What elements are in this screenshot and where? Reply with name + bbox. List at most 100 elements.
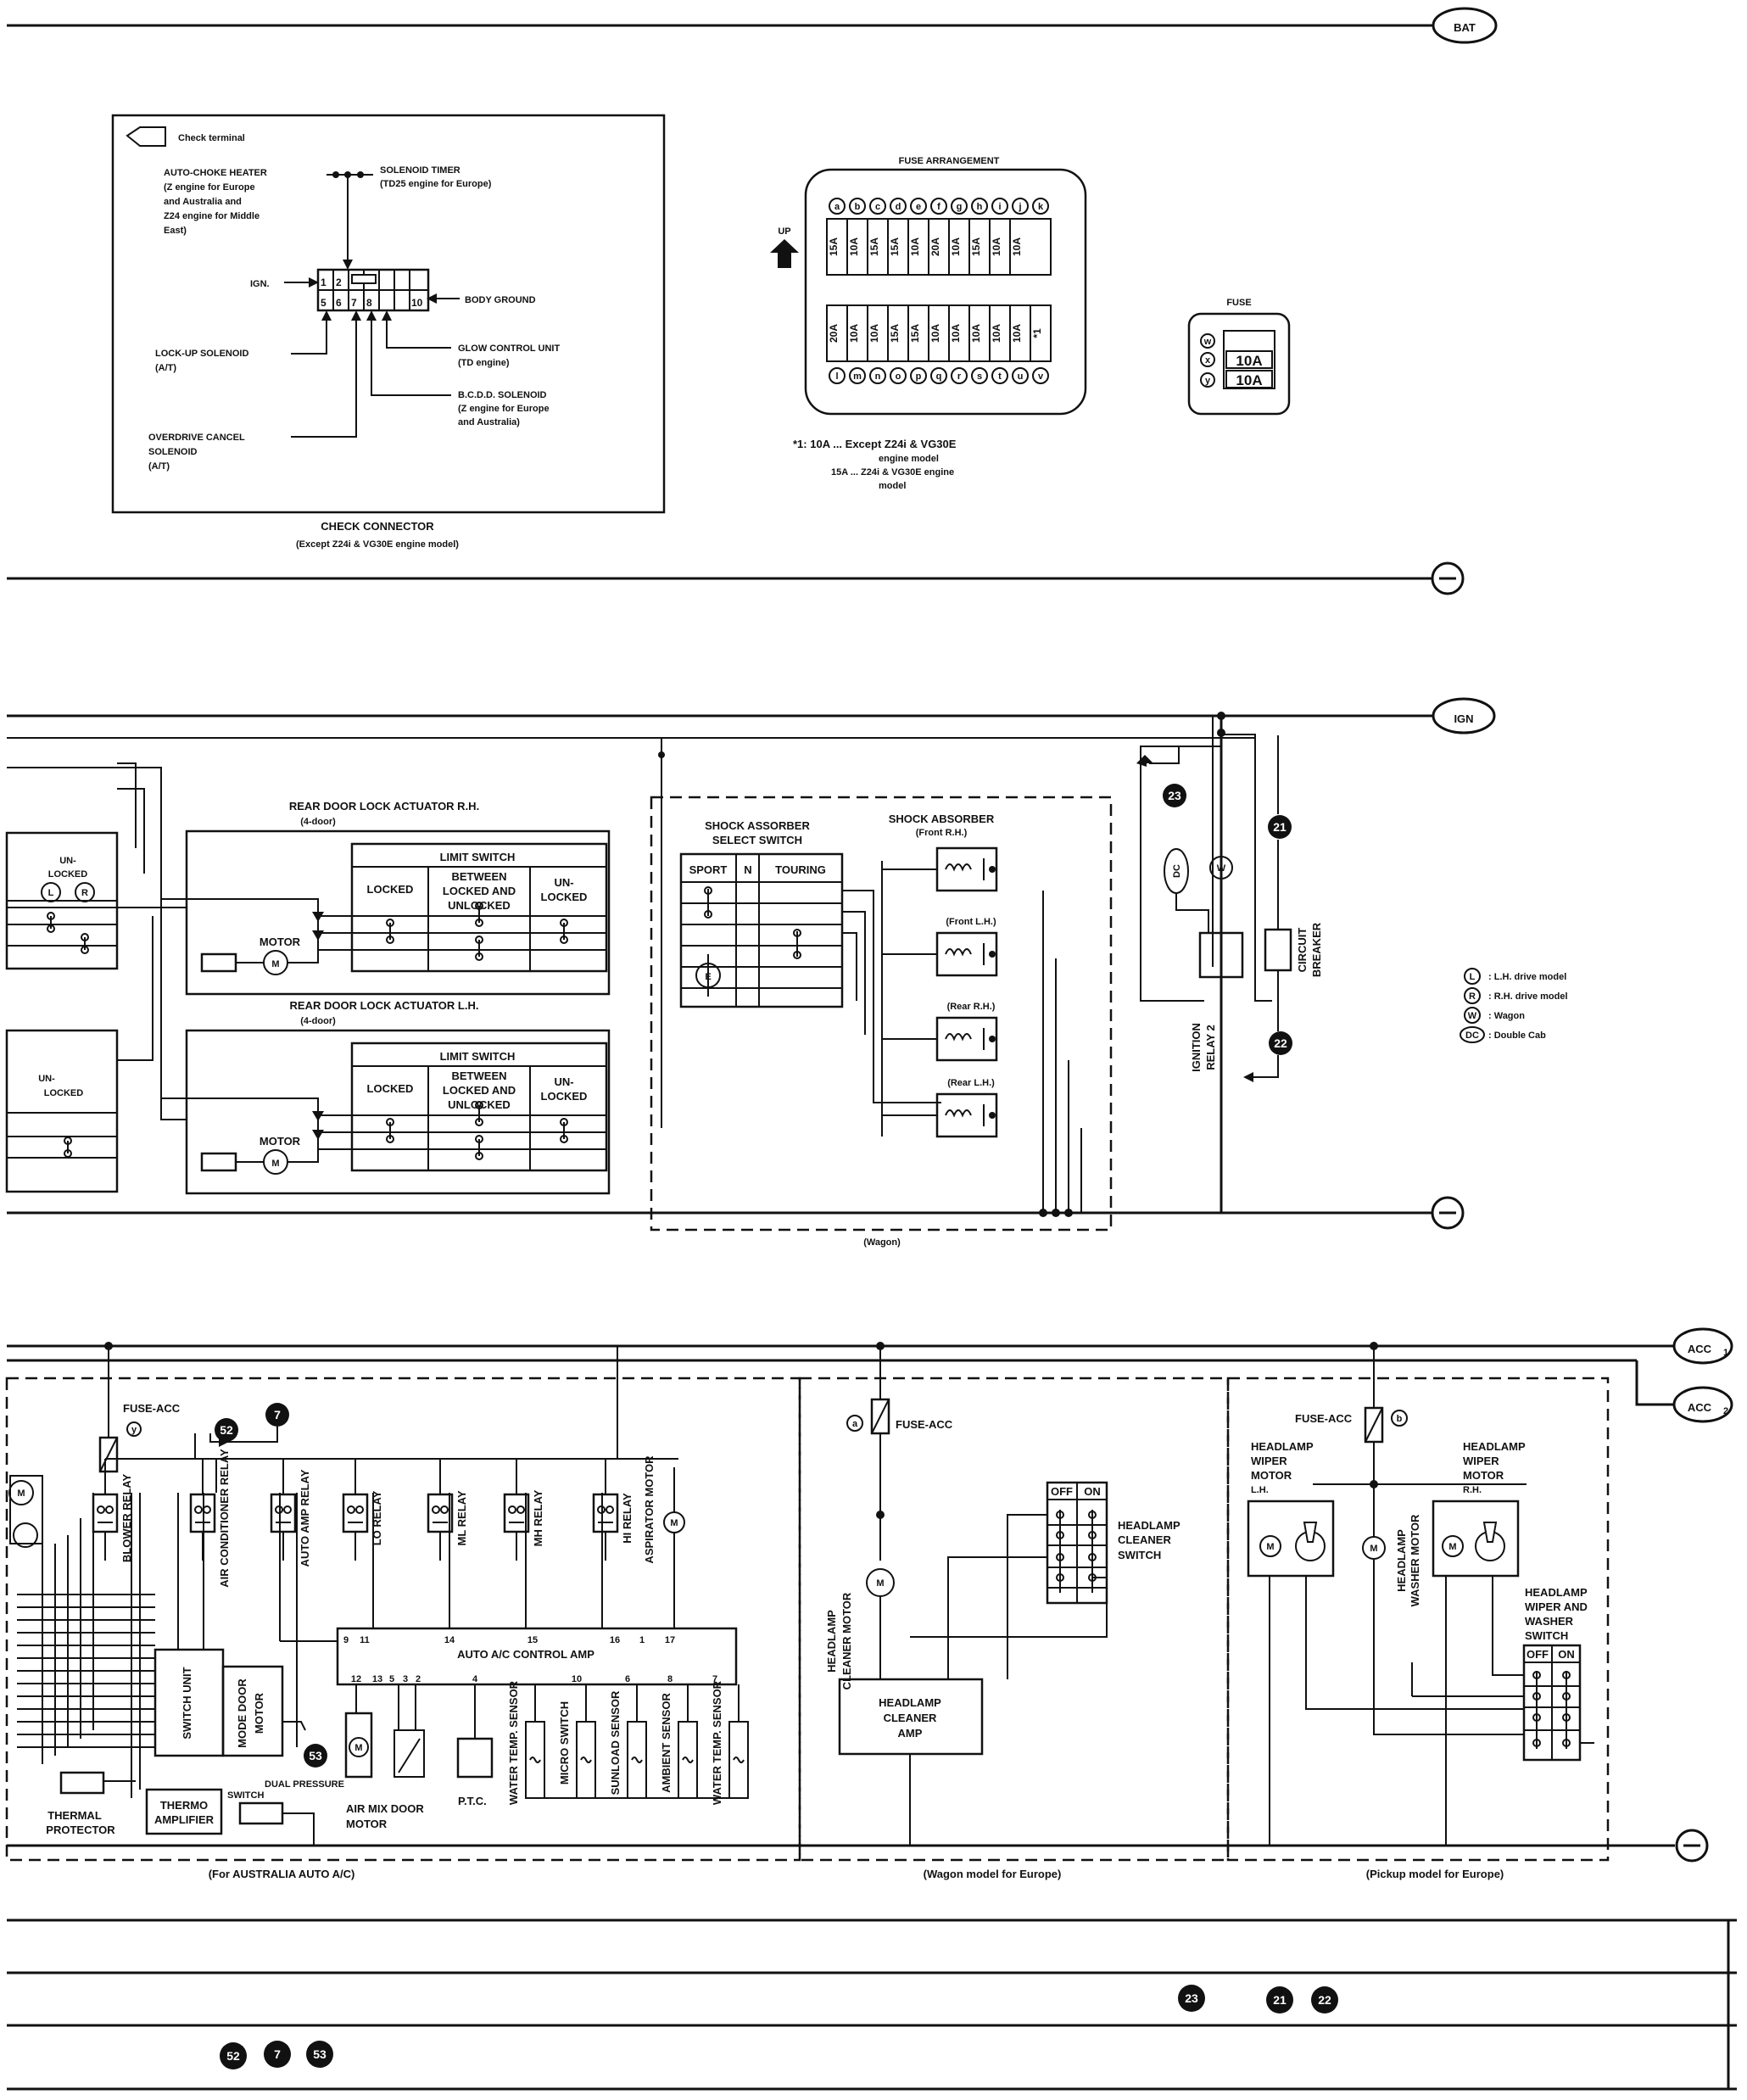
air-mix-door-motor: M AIR MIX DOOR MOTOR: [344, 1712, 425, 1830]
pin-6: 6: [336, 297, 342, 309]
wiper-lh-line4: L.H.: [1251, 1485, 1269, 1495]
ac-relay: [503, 1493, 530, 1533]
fuse-letter-o: [890, 367, 907, 384]
fuse-top-value: 15A: [889, 237, 901, 256]
ac-harness: [17, 1459, 603, 1798]
cleaner-switch-line2: CLEANER: [1118, 1533, 1171, 1546]
fuse-letter-v: [1032, 367, 1049, 384]
left-unlocked-2b: LOCKED: [44, 1088, 84, 1098]
fuse-top-value: 15A: [828, 237, 840, 256]
fuse-top-value: 15A: [868, 237, 880, 256]
fuse-letter-text: h: [977, 202, 983, 212]
fuse-letter-text: u: [1018, 371, 1024, 382]
fuse-letter-text: p: [916, 371, 922, 382]
up-label: UP: [778, 226, 790, 237]
cleaner-off-label: OFF: [1051, 1485, 1073, 1498]
fuse-letter-text: q: [936, 371, 942, 382]
thermal-protector: THERMAL PROTECTOR: [46, 1771, 115, 1836]
wiper-switch-line4: SWITCH: [1525, 1629, 1568, 1642]
pickup-fuse-letter: b: [1397, 1414, 1403, 1424]
locked-label: LOCKED: [367, 883, 414, 896]
amp-pin-bottom: 4: [472, 1674, 478, 1684]
rear-door-lock-actuator-lh: REAR DOOR LOCK ACTUATOR L.H. (4-door) LI…: [161, 999, 611, 1195]
pin-10: 10: [411, 297, 423, 309]
air-mix-sub: MOTOR: [346, 1818, 388, 1830]
left-unlocked-2: LOCKED: [48, 869, 88, 880]
sensor-label: WATER TEMP. SENSOR: [507, 1680, 520, 1805]
cleaner-amp-line3: AMP: [898, 1727, 923, 1740]
ref-21: 21: [1273, 820, 1287, 834]
cleaner-amp-label: HEADLAMP: [879, 1696, 941, 1709]
dual-pressure-switch: DUAL PRESSURE SWITCH: [227, 1779, 344, 1825]
ref-23: 23: [1168, 789, 1181, 802]
ign-bus: IGN: [7, 697, 1496, 739]
small-fuse-title: FUSE: [1226, 298, 1251, 308]
fuse-letter-text: e: [916, 202, 921, 212]
fuse-letter-text: s: [977, 371, 982, 382]
fuse-bottom-value: 10A: [868, 324, 880, 343]
ac-relay: [92, 1493, 119, 1533]
limit-switch-label: LIMIT SWITCH: [440, 1050, 516, 1063]
wiper-rh-line2: WIPER: [1463, 1455, 1499, 1467]
ignition-relay-2: DC W 23 21 22 IGNITION RELAY 2 CIRCUIT B…: [1136, 712, 1323, 1213]
fuse-note: *1: 10A ... Except Z24i & VG30E: [793, 438, 957, 450]
circuit-breaker-label: CIRCUIT: [1296, 928, 1309, 973]
amp-pin-top: 15: [527, 1635, 538, 1645]
wiper-lh-motor-symbol: M: [1266, 1542, 1274, 1552]
left-unlocked-1: UN-: [59, 856, 76, 866]
index-7: 7: [264, 2041, 291, 2068]
legend-symbol: [1464, 987, 1481, 1004]
switch-unit: SWITCH UNIT MODE DOOR MOTOR: [153, 1648, 284, 1757]
fuse-letter-q: [930, 367, 947, 384]
legend-sym-text: DC: [1465, 1030, 1479, 1041]
control-amp-label: AUTO A/C CONTROL AMP: [457, 1648, 594, 1661]
index-ref-21: 21: [1273, 1993, 1287, 2007]
mode-door-label: MODE DOOR: [236, 1678, 248, 1748]
air-mix-motor-symbol: M: [354, 1743, 362, 1753]
fuse-letter-text: m: [853, 371, 862, 382]
wiper-washer-switch: OFF ON: [1522, 1644, 1582, 1762]
headlamp-cleaner-wagon-europe: a FUSE-ACC M HEADLAMP CLEANER MOTOR HEAD…: [798, 1342, 1230, 1880]
overdrive-cancel-label: OVERDRIVE CANCEL: [148, 433, 245, 443]
pin-1: 1: [321, 276, 327, 288]
fuse-arrangement-title: FUSE ARRANGEMENT: [899, 156, 1000, 166]
ptc-heater: P.T.C.: [456, 1737, 494, 1807]
sensor-label: MICRO SWITCH: [558, 1701, 571, 1784]
shock-position-label: (Rear R.H.): [947, 1002, 996, 1012]
auto-choke-line3: and Australia and: [164, 197, 242, 207]
ign-pin-label: IGN.: [250, 279, 270, 289]
fuse-x-value: 10A: [1236, 353, 1262, 369]
wiper-motor-rh: M: [1432, 1500, 1520, 1578]
amp-pin-top: 14: [444, 1635, 455, 1645]
between-label: LOCKED AND: [443, 1084, 516, 1097]
shock-absorber-title: SHOCK ABSORBER: [889, 813, 995, 825]
left-unlocked-1b: UN-: [38, 1074, 55, 1084]
fuse-y-letter: y: [1205, 376, 1211, 386]
cleaner-switch-label: HEADLAMP: [1118, 1519, 1180, 1532]
wiper-rh-line4: R.H.: [1463, 1485, 1482, 1495]
wiper-lh-line2: WIPER: [1251, 1455, 1287, 1467]
pin-7: 7: [351, 297, 357, 309]
ac-relay-label: HI RELAY: [621, 1493, 633, 1544]
air-mix-label: AIR MIX DOOR: [346, 1802, 424, 1815]
fuse-w-letter: w: [1203, 337, 1212, 347]
fuse-letter-text: d: [896, 202, 901, 212]
wagon-caption: (Wagon): [863, 1237, 901, 1248]
ref-23-badge: 23: [1163, 784, 1186, 807]
index-23: 23: [1178, 1985, 1205, 2012]
ref-53-badge: 53: [304, 1744, 327, 1768]
between-label: UNLOCKED: [448, 1098, 511, 1111]
rear-door-lock-actuator-rh: REAR DOOR LOCK ACTUATOR R.H. (4-door) LI…: [161, 800, 611, 996]
between-label: BETWEEN: [452, 870, 507, 883]
legend-text: : L.H. drive model: [1488, 972, 1566, 982]
ac-fuse-letter: y: [131, 1425, 137, 1435]
acc1-label: ACC: [1688, 1343, 1712, 1355]
locked-label: LOCKED: [367, 1082, 414, 1095]
headlamp-cleaner-switch: OFF ON: [1046, 1481, 1108, 1605]
cleaner-on-label: ON: [1084, 1485, 1101, 1498]
pin-2: 2: [336, 276, 342, 288]
ac-relay: [592, 1493, 619, 1533]
washer-motor-symbol: M: [1370, 1544, 1377, 1554]
